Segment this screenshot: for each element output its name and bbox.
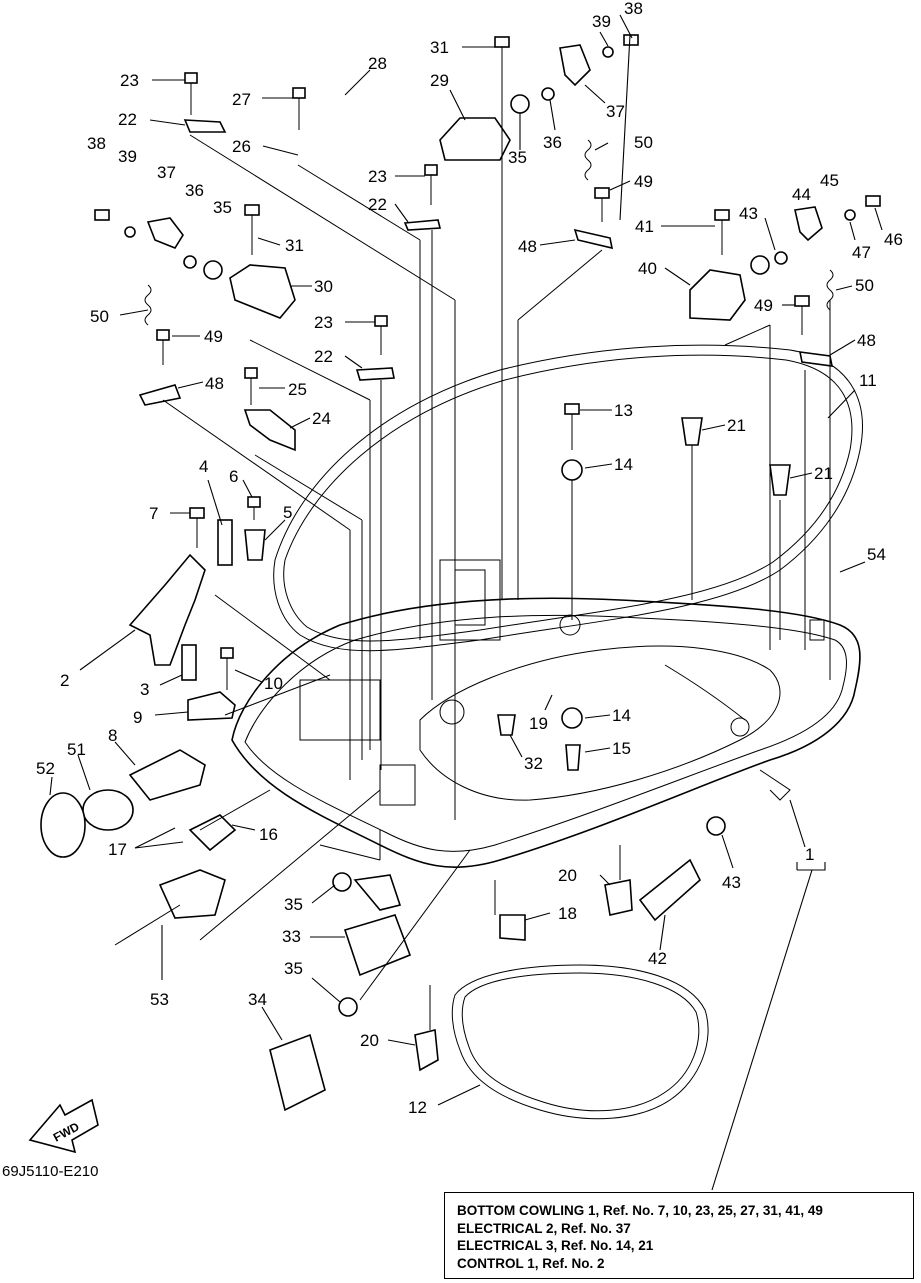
callout-31: 31 — [285, 236, 304, 255]
callout-17: 17 — [108, 840, 127, 859]
callout-21: 21 — [727, 416, 746, 435]
callout-49: 49 — [204, 327, 223, 346]
reference-line-1: BOTTOM COWLING 1, Ref. No. 7, 10, 23, 25… — [457, 1203, 823, 1218]
callout-1: 1 — [805, 845, 814, 864]
reference-line-3: ELECTRICAL 3, Ref. No. 14, 21 — [457, 1238, 654, 1253]
callout-22: 22 — [368, 195, 387, 214]
callout-3: 3 — [140, 680, 149, 699]
callout-11: 11 — [859, 371, 877, 390]
callout-52: 52 — [36, 759, 55, 778]
callout-13: 13 — [614, 401, 633, 420]
callout-39: 39 — [118, 147, 137, 166]
callout-29: 29 — [430, 71, 449, 90]
diagram-code: 69J5110-E210 — [2, 1163, 99, 1180]
reference-lines — [162, 80, 831, 1030]
callout-27: 27 — [232, 90, 251, 109]
callout-38: 38 — [87, 134, 106, 153]
callout-50: 50 — [855, 276, 874, 295]
callout-23: 23 — [120, 71, 139, 90]
callout-54: 54 — [867, 545, 886, 564]
reference-line-4: CONTROL 1, Ref. No. 2 — [457, 1255, 605, 1271]
callout-47: 47 — [852, 243, 871, 262]
callout-2: 2 — [60, 671, 69, 690]
callout-31: 31 — [430, 38, 449, 57]
callout-46: 46 — [884, 230, 903, 249]
leader-lines — [49, 14, 883, 1191]
callout-45: 45 — [820, 171, 839, 190]
callout-22: 22 — [314, 347, 333, 366]
callout-53: 53 — [150, 990, 169, 1009]
callout-30: 30 — [314, 277, 333, 296]
callout-35: 35 — [284, 895, 303, 914]
callout-18: 18 — [558, 904, 577, 923]
callout-40: 40 — [638, 259, 657, 278]
callout-48: 48 — [518, 237, 537, 256]
callout-23: 23 — [314, 313, 333, 332]
callout-41: 41 — [635, 217, 654, 236]
callout-42: 42 — [648, 949, 667, 968]
callout-37: 37 — [606, 102, 625, 121]
callout-25: 25 — [288, 380, 307, 399]
callout-23: 23 — [368, 167, 387, 186]
callout-21: 21 — [814, 464, 833, 483]
callout-32: 32 — [524, 754, 543, 773]
callout-50: 50 — [90, 307, 109, 326]
callout-35: 35 — [508, 148, 527, 167]
callout-35: 35 — [213, 198, 232, 217]
callout-8: 8 — [108, 726, 117, 745]
callout-22: 22 — [118, 110, 137, 129]
upper-seal-ring — [273, 344, 863, 652]
bottom-cowling-body — [231, 559, 861, 869]
callout-48: 48 — [857, 331, 876, 350]
lower-seal-gasket — [451, 964, 709, 1120]
callout-43: 43 — [722, 873, 741, 892]
callout-14: 14 — [614, 455, 633, 474]
callout-33: 33 — [282, 927, 301, 946]
callout-20: 20 — [558, 866, 577, 885]
callout-20: 20 — [360, 1031, 379, 1050]
callout-36: 36 — [185, 181, 204, 200]
reference-line-2: ELECTRICAL 2, Ref. No. 37 — [457, 1220, 631, 1236]
callout-5: 5 — [283, 503, 292, 522]
small-parts — [40, 34, 881, 1112]
callout-15: 15 — [612, 739, 631, 758]
callout-44: 44 — [792, 185, 811, 204]
callout-39: 39 — [592, 12, 611, 31]
callout-10: 10 — [264, 674, 283, 693]
forward-direction-arrow: FWD — [28, 1098, 99, 1154]
callout-38: 38 — [624, 0, 643, 18]
callout-12: 12 — [408, 1098, 427, 1117]
callout-36: 36 — [543, 133, 562, 152]
callout-16: 16 — [259, 825, 278, 844]
callout-6: 6 — [229, 467, 238, 486]
callout-4: 4 — [199, 457, 208, 476]
callout-14: 14 — [612, 706, 631, 725]
callout-50: 50 — [634, 133, 653, 152]
reference-box: BOTTOM COWLING 1, Ref. No. 7, 10, 23, 25… — [444, 1192, 914, 1279]
callout-48: 48 — [205, 374, 224, 393]
callout-34: 34 — [248, 990, 267, 1009]
callout-37: 37 — [157, 163, 176, 182]
callout-49: 49 — [634, 172, 653, 191]
callout-26: 26 — [232, 137, 251, 156]
callout-49: 49 — [754, 296, 773, 315]
callout-35: 35 — [284, 959, 303, 978]
callout-9: 9 — [133, 708, 142, 727]
callout-7: 7 — [149, 504, 158, 523]
callout-24: 24 — [312, 409, 331, 428]
callout-51: 51 — [67, 740, 86, 759]
callout-28: 28 — [368, 54, 387, 73]
callout-43: 43 — [739, 204, 758, 223]
callout-labels: 38 39 31 28 29 23 27 37 22 36 35 26 50 3… — [36, 0, 903, 1117]
callout-19: 19 — [529, 714, 548, 733]
